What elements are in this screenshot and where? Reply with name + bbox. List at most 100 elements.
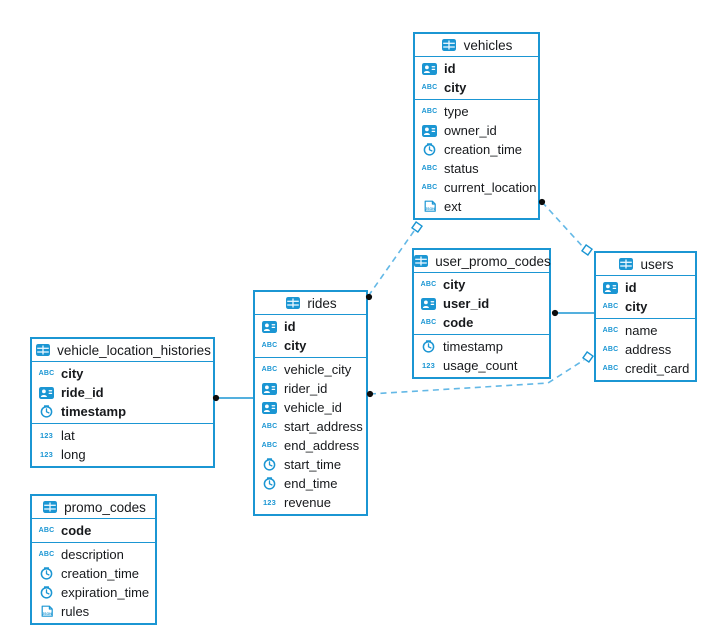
column-label: lat bbox=[61, 428, 75, 443]
table-header[interactable]: users bbox=[596, 253, 695, 276]
column-row[interactable]: timestamp bbox=[32, 402, 213, 421]
text-type-icon: ABC bbox=[421, 108, 438, 115]
table-icon bbox=[284, 297, 301, 309]
table-name: rides bbox=[307, 295, 337, 311]
svg-text:JSON: JSON bbox=[42, 612, 52, 616]
number-type-icon: 123 bbox=[39, 430, 54, 440]
person-id-icon bbox=[420, 297, 437, 310]
text-type-icon: ABC bbox=[38, 551, 55, 558]
svg-text:JSON: JSON bbox=[425, 207, 435, 211]
column-row[interactable]: expiration_time bbox=[32, 583, 155, 602]
table-name: promo_codes bbox=[64, 499, 146, 515]
column-label: current_location bbox=[444, 180, 537, 195]
text-type-icon: ABC bbox=[421, 84, 438, 91]
table-header[interactable]: promo_codes bbox=[32, 496, 155, 519]
column-label: start_address bbox=[284, 419, 363, 434]
column-label: code bbox=[443, 315, 474, 330]
column-label: name bbox=[625, 323, 658, 338]
column-label: timestamp bbox=[443, 339, 503, 354]
text-type-icon: ABC bbox=[420, 281, 437, 288]
text-type-icon: ABC bbox=[261, 366, 278, 373]
column-row[interactable]: owner_id bbox=[415, 121, 538, 140]
column-label: expiration_time bbox=[61, 585, 150, 600]
column-row[interactable]: creation_time bbox=[415, 140, 538, 159]
text-type-icon: ABC bbox=[602, 365, 619, 372]
person-id-icon bbox=[421, 62, 438, 75]
column-row[interactable]: ABC code bbox=[32, 521, 155, 540]
table-header[interactable]: user_promo_codes bbox=[412, 250, 551, 273]
column-label: end_address bbox=[284, 438, 360, 453]
text-type-icon: ABC bbox=[261, 423, 278, 430]
table-header[interactable]: vehicles bbox=[415, 34, 538, 57]
column-row[interactable]: id bbox=[415, 59, 538, 78]
column-label: long bbox=[61, 447, 86, 462]
column-label: address bbox=[625, 342, 672, 357]
table-name: users bbox=[640, 256, 674, 272]
column-label: end_time bbox=[284, 476, 338, 491]
json-type-icon: JSON bbox=[38, 605, 55, 618]
column-row[interactable]: id bbox=[255, 317, 366, 336]
table-name: vehicles bbox=[463, 37, 513, 53]
text-type-icon: ABC bbox=[602, 303, 619, 310]
column-row[interactable]: ABC description bbox=[32, 545, 155, 564]
column-label: code bbox=[61, 523, 92, 538]
column-label: city bbox=[284, 338, 307, 353]
text-type-icon: ABC bbox=[38, 527, 55, 534]
relationship-diamond-endpoint bbox=[581, 244, 593, 256]
column-row[interactable]: end_time bbox=[255, 474, 366, 493]
columns-section: ABC description creation_time expiration_ti… bbox=[32, 543, 155, 623]
column-row[interactable]: vehicle_id bbox=[255, 398, 366, 417]
column-row[interactable]: JSON ext bbox=[415, 197, 538, 216]
column-label: rider_id bbox=[284, 381, 328, 396]
column-row[interactable]: creation_time bbox=[32, 564, 155, 583]
column-row[interactable]: rider_id bbox=[255, 379, 366, 398]
column-row[interactable]: ride_id bbox=[32, 383, 213, 402]
text-type-icon: ABC bbox=[421, 165, 438, 172]
column-row[interactable]: 123 lat bbox=[32, 426, 213, 445]
json-type-icon: JSON bbox=[421, 200, 438, 213]
person-id-icon bbox=[602, 281, 619, 294]
table-icon bbox=[412, 255, 429, 267]
column-row[interactable]: user_id bbox=[414, 294, 549, 313]
table-header[interactable]: rides bbox=[255, 292, 366, 315]
person-id-icon bbox=[261, 320, 278, 333]
column-label: ext bbox=[444, 199, 462, 214]
column-label: description bbox=[61, 547, 124, 562]
primary-key-section: ABC code bbox=[32, 519, 155, 543]
column-row[interactable]: id bbox=[596, 278, 695, 297]
column-row[interactable]: ABC start_address bbox=[255, 417, 366, 436]
column-row[interactable]: start_time bbox=[255, 455, 366, 474]
column-label: id bbox=[284, 319, 296, 334]
column-row[interactable]: timestamp bbox=[414, 337, 549, 356]
column-label: creation_time bbox=[61, 566, 140, 581]
table-header[interactable]: vehicle_location_histories bbox=[32, 339, 213, 362]
